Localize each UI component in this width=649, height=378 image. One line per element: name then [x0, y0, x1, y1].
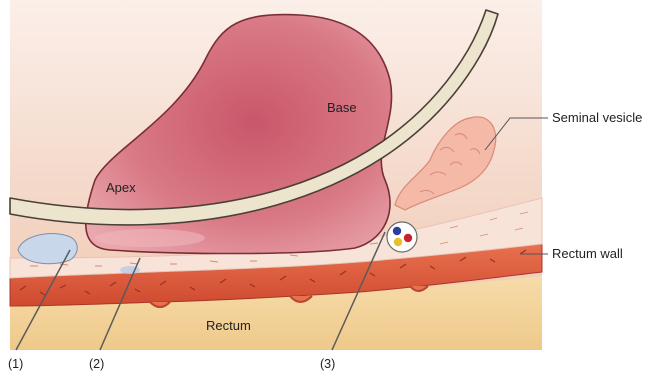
label-seminal-vesicle: Seminal vesicle: [552, 110, 642, 125]
label-base: Base: [327, 100, 357, 115]
label-marker-1: (1): [8, 357, 23, 371]
label-rectum-wall: Rectum wall: [552, 246, 623, 261]
label-marker-2: (2): [89, 357, 104, 371]
marker-2-region: [120, 266, 140, 274]
label-marker-3: (3): [320, 357, 335, 371]
prostate-highlight: [95, 229, 205, 247]
catheter-section-icon: [387, 222, 417, 252]
label-rectum: Rectum: [206, 318, 251, 333]
label-apex: Apex: [106, 180, 136, 195]
